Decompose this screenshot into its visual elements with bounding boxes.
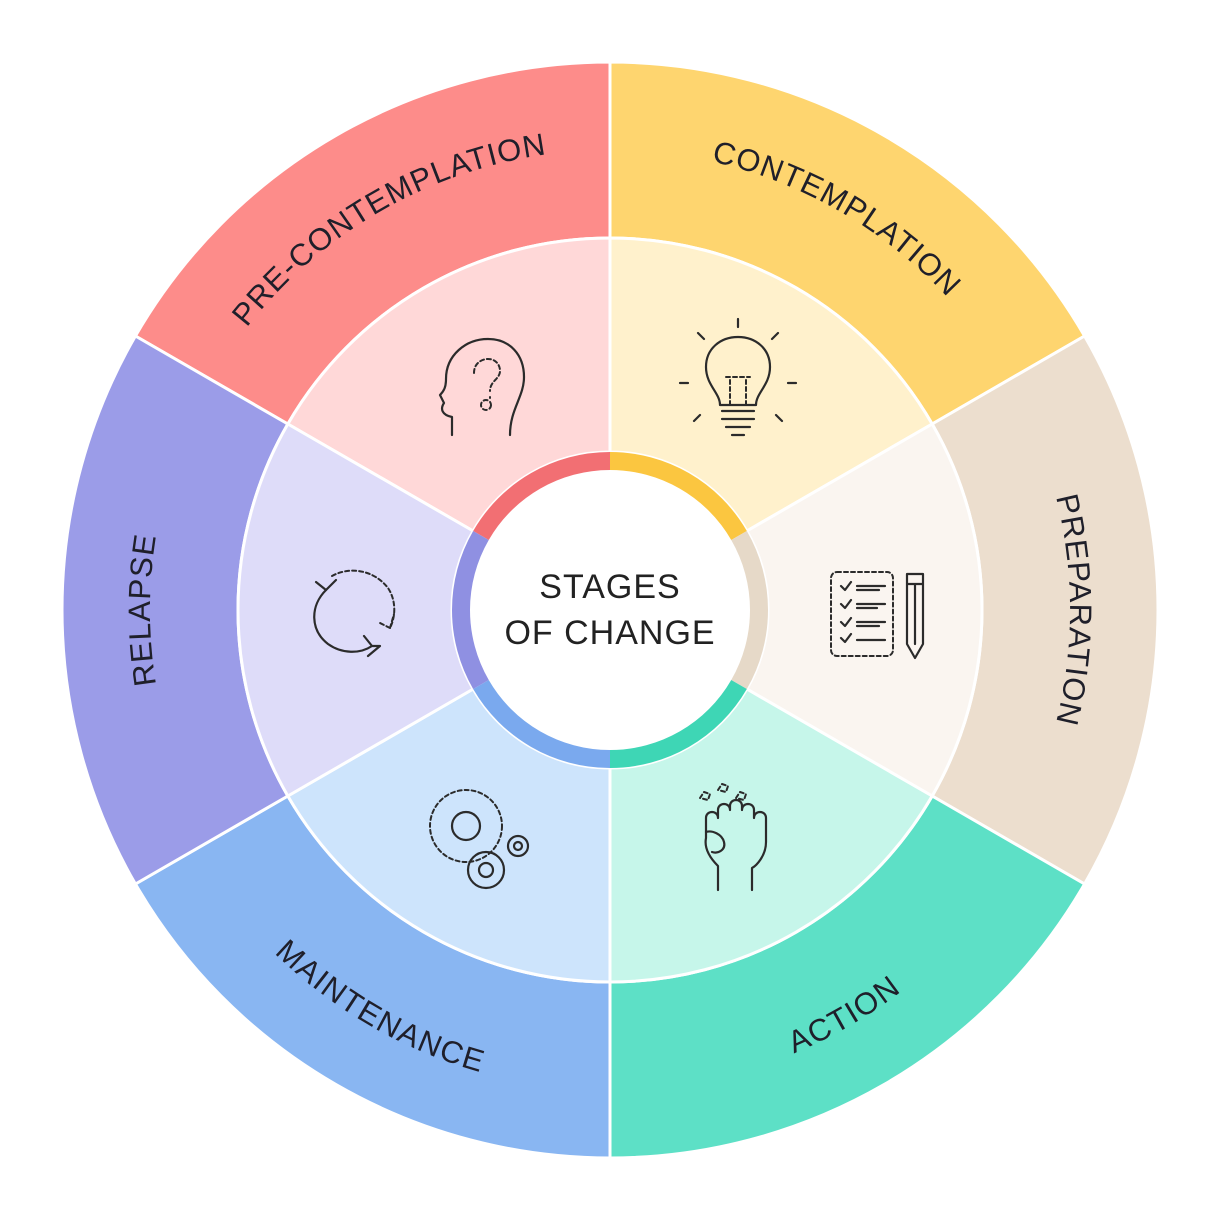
raised-fist-icon	[699, 783, 768, 892]
ring-segment-action	[610, 680, 747, 768]
center-title-line-1: STAGES	[539, 568, 680, 606]
lightbulb-icon	[678, 317, 798, 437]
outer-ring	[60, 60, 1160, 1160]
ring-segment-maintenance	[473, 680, 610, 768]
ring-segment-relapse	[452, 531, 489, 689]
ring-segment-preparation	[731, 531, 769, 689]
ring-segment-contemplation	[610, 452, 747, 540]
gears-icon	[429, 789, 530, 890]
thin-color-ring	[452, 452, 769, 768]
stage-label-relapse: RELAPSE	[122, 531, 163, 688]
head-question-icon	[438, 337, 526, 437]
checklist-pencil-icon	[830, 571, 925, 660]
center-circle	[472, 472, 748, 748]
ring-segment-precontemplation	[473, 452, 610, 540]
cycle-arrows-icon	[313, 569, 396, 658]
center-title-line-2: OF CHANGE	[504, 614, 715, 652]
